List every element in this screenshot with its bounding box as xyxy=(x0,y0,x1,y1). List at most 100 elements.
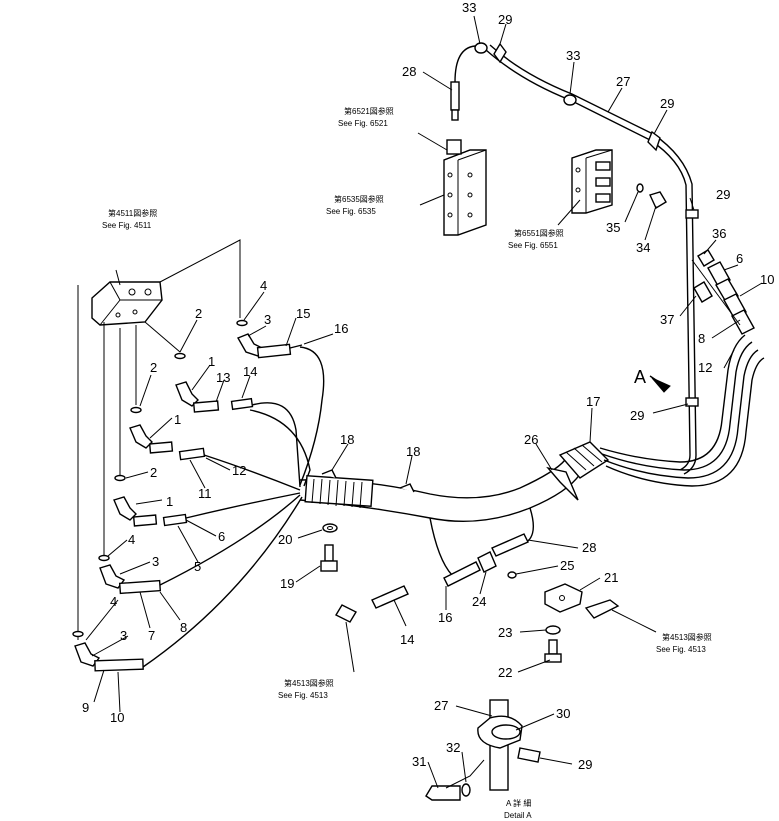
callout-28: 28 xyxy=(402,64,416,79)
o-ring-4-low xyxy=(72,630,84,638)
callout-18: 18 xyxy=(406,444,420,459)
clip-29-top xyxy=(493,42,507,64)
callout-16: 16 xyxy=(438,610,452,625)
bolt-22 xyxy=(544,639,562,663)
clip-29-lower-right xyxy=(685,397,699,407)
ref-4513-right: See Fig. 4513 xyxy=(656,645,706,654)
o-ring-4-mid xyxy=(98,554,110,562)
callout-2: 2 xyxy=(195,306,202,321)
o-ring-35 xyxy=(636,183,644,193)
hose-fitting-28-lower xyxy=(491,533,529,557)
elbow-3-low xyxy=(74,642,101,667)
callout-14: 14 xyxy=(243,364,257,379)
o-ring-2-low xyxy=(114,474,126,482)
callout-14: 14 xyxy=(400,632,414,647)
callout-17: 17 xyxy=(586,394,600,409)
ref-6521: See Fig. 6521 xyxy=(338,119,388,128)
hose-wrap-17 xyxy=(546,441,610,501)
o-ring-25 xyxy=(507,571,517,579)
tee-24 xyxy=(477,551,497,573)
spiral-wrap-18 xyxy=(304,474,374,508)
callout-31: 31 xyxy=(412,754,426,769)
callout-6: 6 xyxy=(218,529,225,544)
callout-3: 3 xyxy=(152,554,159,569)
callout-29: 29 xyxy=(716,187,730,202)
callout-3: 3 xyxy=(120,628,127,643)
view-arrow-a xyxy=(649,375,671,393)
hose-11-12 xyxy=(148,441,206,461)
hose-13-14 xyxy=(192,397,254,413)
ref-4511: See Fig. 4511 xyxy=(102,221,152,230)
callout-12: 12 xyxy=(698,360,712,375)
flexible-hoses-left xyxy=(142,346,325,668)
callout-13: 13 xyxy=(216,370,230,385)
ref-4513-right-jp: 第4513図参照 xyxy=(662,632,712,642)
ref-6551: See Fig. 6551 xyxy=(508,241,558,250)
ref-4513-left: See Fig. 4513 xyxy=(278,691,328,700)
callout-6: 6 xyxy=(736,251,743,266)
washer-32 xyxy=(461,783,471,797)
ref-6551-jp: 第6551図参照 xyxy=(514,228,564,238)
adapter-1-upper xyxy=(175,381,199,407)
clip-33-mid xyxy=(563,94,577,106)
o-ring-2-mid xyxy=(130,406,142,414)
detail-title: Detail A xyxy=(504,811,532,820)
callout-8: 8 xyxy=(180,620,187,635)
callout-3: 3 xyxy=(264,312,271,327)
ref-6521-jp: 第6521図参照 xyxy=(344,106,394,116)
callout-34: 34 xyxy=(636,240,650,255)
bolt-19 xyxy=(320,544,338,572)
callout-22: 22 xyxy=(498,665,512,680)
callout-8: 8 xyxy=(698,331,705,346)
o-rings-left xyxy=(72,319,248,638)
valve-block-6535 xyxy=(443,139,487,236)
hose-fitting-14 xyxy=(371,585,409,609)
ref-6535-jp: 第6535図参照 xyxy=(334,194,384,204)
adapter-1-low xyxy=(113,496,137,521)
callout-10: 10 xyxy=(110,710,124,725)
lower-hoses xyxy=(335,507,534,623)
o-ring-2-upper xyxy=(174,352,186,360)
callout-21: 21 xyxy=(604,570,618,585)
clip-33-top-left xyxy=(474,42,488,54)
callout-5: 5 xyxy=(194,559,201,574)
ref-4511-jp: 第4511図参照 xyxy=(108,208,157,218)
manifold-block-4511 xyxy=(91,281,163,326)
hose-7-8 xyxy=(118,579,162,595)
callout-20: 20 xyxy=(278,532,292,547)
callout-19: 19 xyxy=(280,576,294,591)
callout-9: 9 xyxy=(82,700,89,715)
callout-32: 32 xyxy=(446,740,460,755)
callout-36: 36 xyxy=(712,226,726,241)
fitting-37 xyxy=(693,281,713,303)
callout-2: 2 xyxy=(150,360,157,375)
hose-fitting-28 xyxy=(450,81,460,111)
adapter-1-mid xyxy=(129,424,153,449)
callout-29: 29 xyxy=(660,96,674,111)
tube-bundle-right xyxy=(599,334,765,487)
elbow-34 xyxy=(649,191,667,210)
callout-4: 4 xyxy=(110,594,117,609)
valve-block-6551 xyxy=(571,149,613,214)
clip-29-upper-right xyxy=(647,130,661,152)
hose-fitting-16 xyxy=(443,561,481,587)
callout-26: 26 xyxy=(524,432,538,447)
o-ring-4-top xyxy=(236,319,248,327)
callout-30: 30 xyxy=(556,706,570,721)
ref-6535: See Fig. 6535 xyxy=(326,207,376,216)
callout-1: 1 xyxy=(166,494,173,509)
callout-4: 4 xyxy=(260,278,267,293)
callout-11: 11 xyxy=(198,486,212,501)
fitting-4513-left xyxy=(335,604,357,623)
bracket-26 xyxy=(546,466,579,501)
callout-15: 15 xyxy=(296,306,310,321)
leader-lines xyxy=(85,15,763,789)
hose-15 xyxy=(256,343,303,359)
callout-35: 35 xyxy=(606,220,620,235)
alignment-lines xyxy=(77,239,241,640)
valve-port-fitting xyxy=(446,139,462,155)
callout-2: 2 xyxy=(150,465,157,480)
callout-29: 29 xyxy=(578,757,592,772)
figure-references: 第6521図参照 See Fig. 6521 第6535図参照 See Fig.… xyxy=(102,106,712,700)
